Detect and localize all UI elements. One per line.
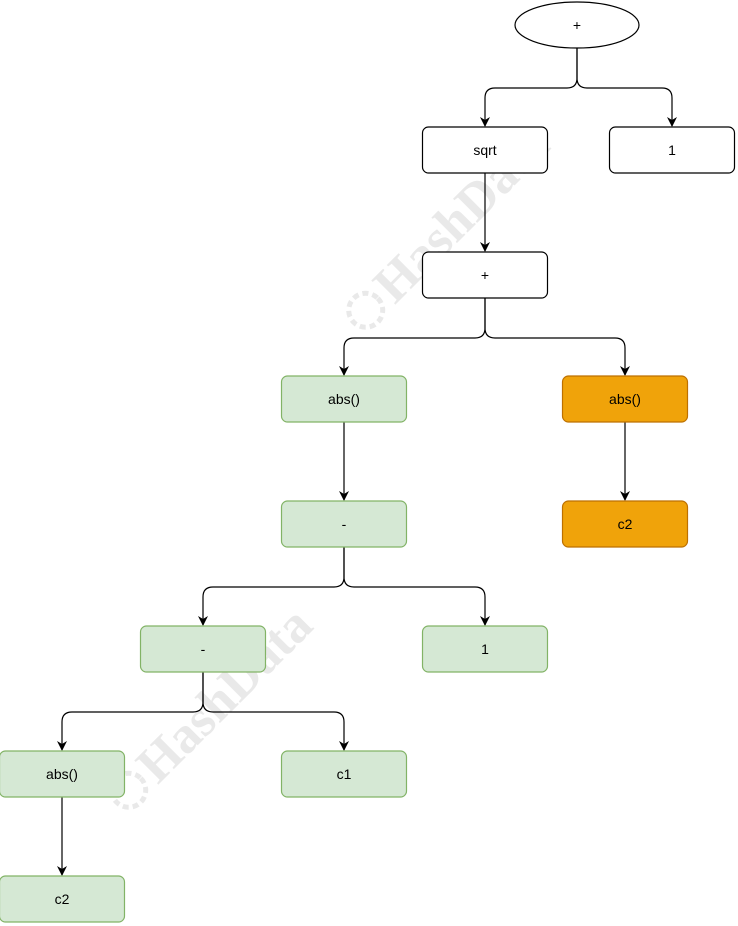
node-box-shape <box>561 375 689 423</box>
node-box-shape <box>608 126 736 174</box>
node-box-shape <box>0 875 126 923</box>
node-c1[interactable]: c1 <box>280 750 408 798</box>
node-label: + <box>573 17 581 33</box>
node-label: abs() <box>328 391 360 407</box>
edge-root-plus-to-sqrt <box>480 48 578 127</box>
node-label: c2 <box>618 516 633 532</box>
edge-plus-inner-to-abs-green <box>339 298 486 376</box>
edge-plus-inner-to-abs-orange <box>484 298 630 376</box>
node-box-shape <box>280 375 408 423</box>
node-c2-orange[interactable]: c2 <box>561 500 689 548</box>
node-label: 1 <box>481 641 489 657</box>
edge-minus-2-to-abs-bottom <box>57 672 204 751</box>
node-box-shape <box>280 500 408 548</box>
edge-root-plus-to-one-top <box>576 48 677 127</box>
node-root-plus[interactable]: + <box>514 1 640 49</box>
node-abs-green[interactable]: abs() <box>280 375 408 423</box>
node-label: abs() <box>609 391 641 407</box>
watermark-logo-icon <box>346 290 386 330</box>
node-label: - <box>342 516 347 532</box>
node-label: sqrt <box>473 142 496 158</box>
node-box-shape <box>421 251 549 299</box>
node-abs-bottom[interactable]: abs() <box>0 750 126 798</box>
node-minus-2[interactable]: - <box>139 625 267 673</box>
node-label: - <box>201 641 206 657</box>
edge-minus-1-to-one-green <box>343 547 490 626</box>
node-label: abs() <box>46 766 78 782</box>
edge-minus-2-to-c1 <box>202 672 349 751</box>
node-label: 1 <box>668 142 676 158</box>
node-label: c1 <box>337 766 352 782</box>
node-one-green[interactable]: 1 <box>421 625 549 673</box>
node-label: c2 <box>55 891 70 907</box>
node-label: + <box>481 267 489 283</box>
node-box-shape <box>421 126 549 174</box>
edge-minus-1-to-minus-2 <box>198 547 345 626</box>
node-c2-bottom[interactable]: c2 <box>0 875 126 923</box>
node-one-top[interactable]: 1 <box>608 126 736 174</box>
node-sqrt[interactable]: sqrt <box>421 126 549 174</box>
node-box-shape <box>421 625 549 673</box>
node-box-shape <box>0 750 126 798</box>
node-minus-1[interactable]: - <box>280 500 408 548</box>
node-abs-orange[interactable]: abs() <box>561 375 689 423</box>
edge-layer <box>57 48 677 876</box>
node-ellipse-shape <box>514 1 640 49</box>
node-plus-inner[interactable]: + <box>421 251 549 299</box>
watermark-logo-icon <box>109 770 149 810</box>
node-box-shape <box>561 500 689 548</box>
node-box-shape <box>139 625 267 673</box>
node-box-shape <box>280 750 408 798</box>
